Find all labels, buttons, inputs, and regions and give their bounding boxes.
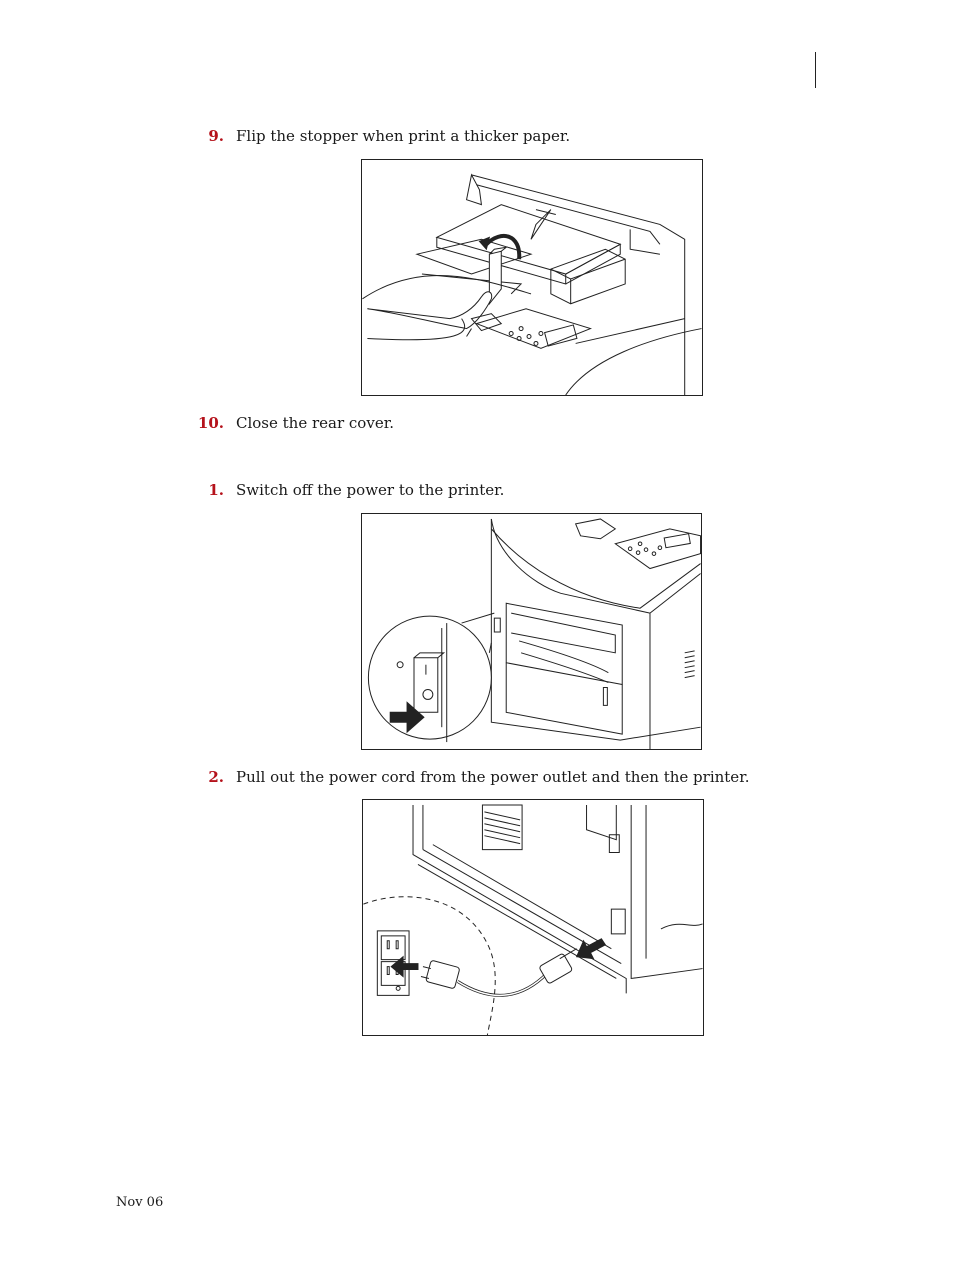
step-text: Flip the stopper when print a thicker pa… xyxy=(236,127,571,145)
step-text: Pull out the power cord from the power o… xyxy=(236,768,750,786)
header-rule xyxy=(815,52,816,88)
step-text: Switch off the power to the printer. xyxy=(236,481,505,499)
step-number: 10. xyxy=(197,414,224,432)
step-number: 9. xyxy=(208,127,224,145)
stopper-illustration xyxy=(361,159,703,396)
step-text: Close the rear cover. xyxy=(236,414,394,432)
power-switch-illustration xyxy=(361,513,702,750)
step-number: 1. xyxy=(208,481,224,499)
footer-date: Nov 06 xyxy=(116,1195,164,1210)
step-number: 2. xyxy=(208,768,224,786)
power-cord-illustration xyxy=(362,799,704,1036)
